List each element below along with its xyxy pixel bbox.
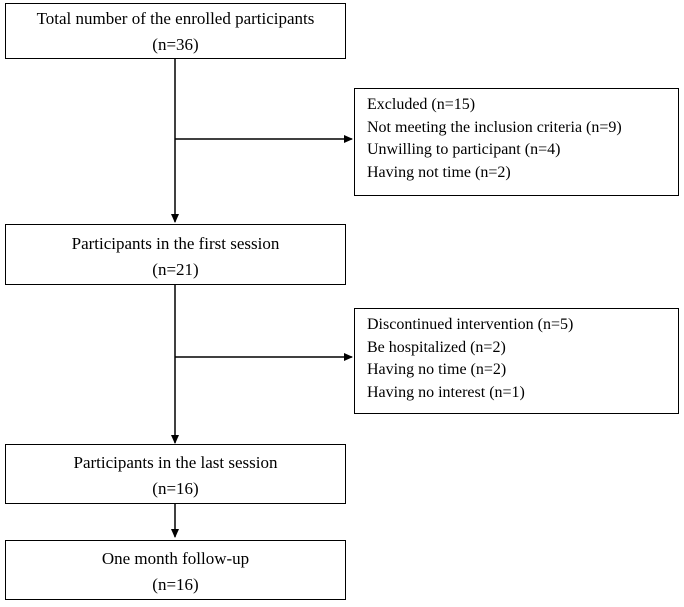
- excluded-line-1: Excluded (n=15): [367, 96, 476, 113]
- last-session-box: Participants in the last session (n=16): [5, 444, 346, 504]
- follow-up-count: (n=16): [152, 575, 199, 594]
- excluded-line-2: Not meeting the inclusion criteria (n=9): [367, 118, 622, 136]
- discontinued-line-2: Be hospitalized (n=2): [367, 338, 506, 356]
- follow-up-box: One month follow-up (n=16): [5, 540, 346, 600]
- excluded-line-3: Unwilling to participant (n=4): [367, 141, 561, 158]
- enrolled-count: (n=36): [152, 35, 199, 54]
- discontinued-line-3: Having no time (n=2): [367, 361, 507, 378]
- excluded-line-4: Having not time (n=2): [367, 163, 511, 181]
- first-session-title: Participants in the first session: [71, 234, 280, 253]
- last-session-count: (n=16): [152, 479, 199, 498]
- follow-up-title: One month follow-up: [101, 549, 250, 568]
- discontinued-box: Discontinued intervention (n=5) Be hospi…: [354, 308, 679, 414]
- discontinued-line-4: Having no interest (n=1): [367, 383, 525, 401]
- discontinued-line-1: Discontinued intervention (n=5): [367, 316, 574, 333]
- first-session-box: Participants in the first session (n=21): [5, 224, 346, 285]
- last-session-title: Participants in the last session: [73, 453, 278, 472]
- enrolled-box: Total number of the enrolled participant…: [5, 3, 346, 59]
- enrolled-title: Total number of the enrolled participant…: [36, 9, 315, 28]
- first-session-count: (n=21): [152, 260, 199, 279]
- excluded-box: Excluded (n=15) Not meeting the inclusio…: [354, 88, 679, 196]
